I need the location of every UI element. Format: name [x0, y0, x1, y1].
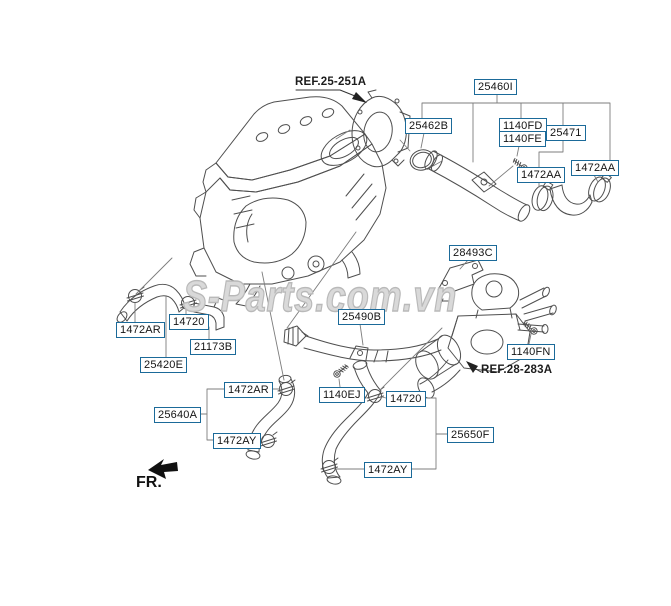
ref-label-28-283a[interactable]: REF.28-283A	[481, 364, 553, 376]
part-label-14720-2[interactable]: 14720	[386, 391, 426, 407]
engine-drawing	[189, 96, 387, 307]
leader-lines	[134, 93, 611, 470]
watermark-text: S-Parts.com.vn	[182, 271, 458, 321]
bolt-1140ej-drawing	[331, 362, 350, 380]
part-label-1472AR[interactable]: 1472AR	[116, 322, 165, 338]
lower-middle-hose-drawing	[320, 360, 385, 485]
heater-hose-drawing	[116, 283, 227, 331]
part-label-1472AR-2[interactable]: 1472AR	[224, 382, 273, 398]
part-label-1472AA-2[interactable]: 1472AA	[571, 160, 620, 176]
part-label-28493C[interactable]: 28493C	[449, 245, 497, 261]
middle-pipe-drawing	[283, 325, 442, 363]
ref-label-25-251a[interactable]: REF.25-251A	[295, 76, 367, 88]
part-label-1140FE[interactable]: 1140FE	[499, 131, 546, 147]
o-ring-drawing	[399, 139, 443, 171]
egr-assembly-drawing	[415, 273, 557, 399]
fr-arrow-icon	[148, 459, 178, 479]
water-pipe-drawing	[424, 150, 531, 222]
part-label-21173B[interactable]: 21173B	[190, 339, 237, 355]
fr-direction-label: FR.	[136, 474, 162, 491]
part-label-25460I[interactable]: 25460I	[474, 79, 517, 95]
ref-25-251a-arrow	[295, 89, 367, 103]
part-label-1140FN[interactable]: 1140FN	[507, 344, 555, 360]
part-label-25490B[interactable]: 25490B	[338, 309, 386, 325]
part-label-1472AA[interactable]: 1472AA	[517, 167, 566, 183]
part-label-14720[interactable]: 14720	[169, 314, 209, 330]
part-label-1472AY[interactable]: 1472AY	[213, 433, 261, 449]
part-label-25462B[interactable]: 25462B	[405, 118, 453, 134]
part-label-25471[interactable]: 25471	[546, 125, 586, 141]
part-label-1140EJ[interactable]: 1140EJ	[319, 387, 365, 403]
upper-hose-drawing	[529, 169, 616, 216]
part-label-1472AY-2[interactable]: 1472AY	[364, 462, 412, 478]
ref-28-283a-arrow	[466, 361, 482, 373]
part-label-25420E[interactable]: 25420E	[140, 357, 188, 373]
part-label-25640A[interactable]: 25640A	[154, 407, 202, 423]
part-label-25650F[interactable]: 25650F	[447, 427, 494, 443]
